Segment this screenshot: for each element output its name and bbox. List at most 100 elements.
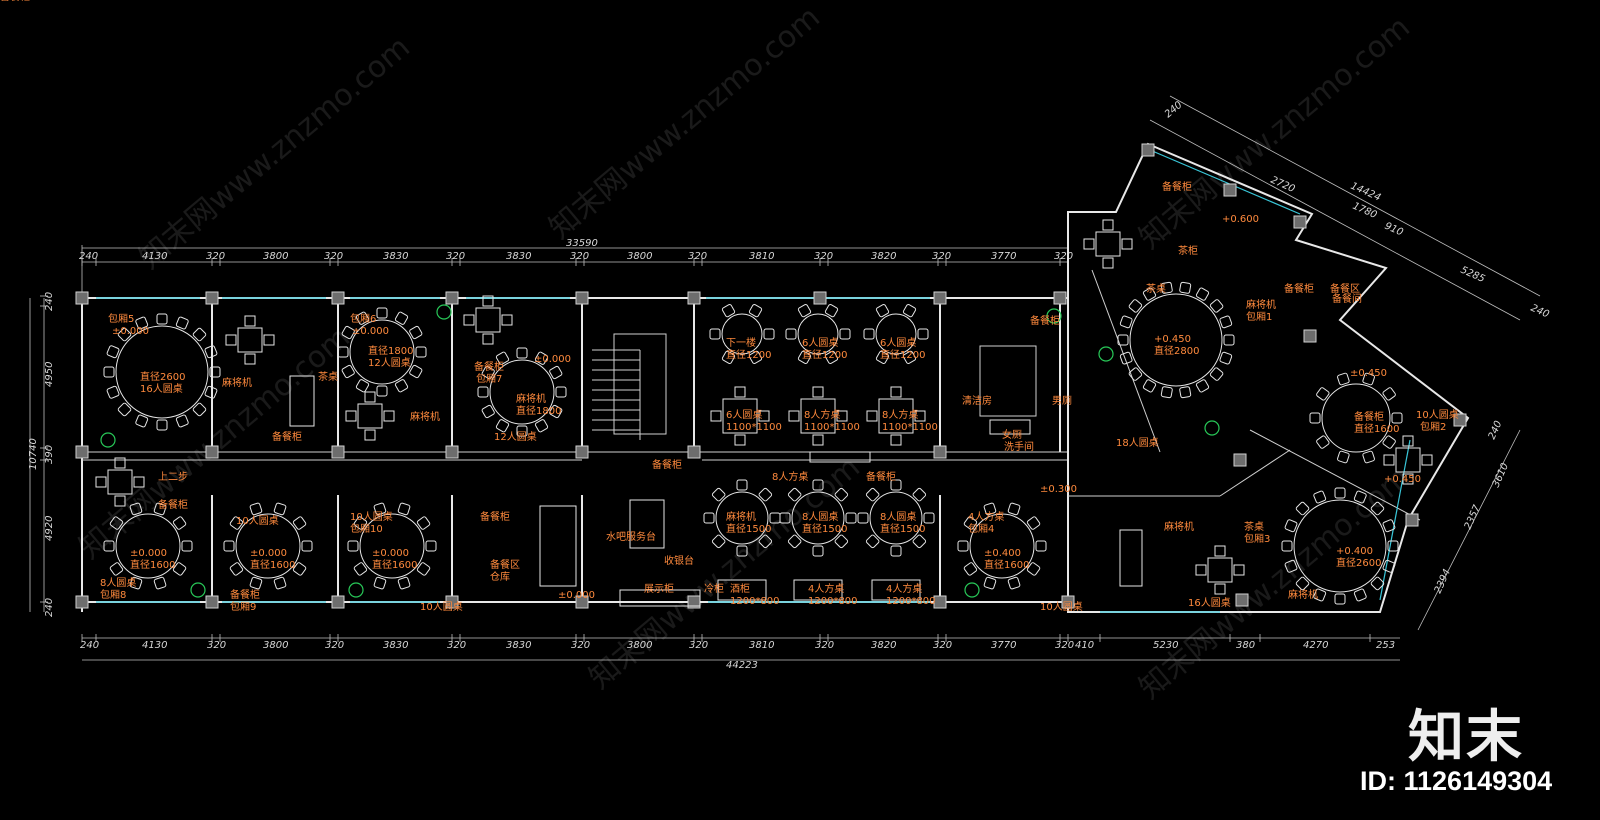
chair (1214, 583, 1226, 595)
column (933, 291, 947, 305)
chair (495, 351, 510, 365)
dim-value: 3800 (627, 251, 652, 262)
room-label: 包厢4 (968, 522, 994, 535)
dim-value: 3810 (749, 640, 774, 651)
dim-value: 380 (1236, 640, 1255, 651)
dim-value: 320 (324, 251, 343, 262)
chair (1007, 502, 1021, 516)
chair (1316, 387, 1330, 401)
column (75, 445, 89, 459)
chair (758, 534, 773, 549)
chair (394, 379, 409, 393)
chair (748, 350, 763, 364)
dim-line-angled (1149, 119, 1521, 321)
room-label: 8人圆桌 (100, 576, 136, 589)
room-label: ±0.000 (112, 326, 149, 337)
room-label: 4人方桌 (886, 582, 922, 595)
chair (397, 502, 411, 516)
chair (1195, 564, 1207, 576)
brand-logo: 知末 (1408, 705, 1524, 770)
chair (1179, 281, 1192, 294)
chair (812, 479, 824, 491)
room-label: 包厢5 (108, 312, 134, 325)
chair (1142, 379, 1157, 393)
chair (477, 386, 489, 398)
sideboard (809, 451, 871, 463)
chair (117, 327, 132, 342)
chair (244, 353, 256, 365)
room-label: 直径1800 (368, 344, 413, 357)
chair (1313, 588, 1327, 602)
round-table (489, 359, 555, 425)
chair (710, 410, 722, 422)
room-label: 麻将机 (1164, 520, 1194, 533)
dim-value: 320 (571, 640, 590, 651)
image-id: ID: 1126149304 (1360, 766, 1553, 796)
room-label: 麻将机 (410, 410, 440, 423)
plant (348, 582, 364, 598)
chair (890, 434, 902, 446)
column (813, 291, 827, 305)
chair (172, 562, 187, 576)
chair (175, 414, 189, 428)
chair (711, 534, 726, 549)
dim-total-bottom: 44223 (726, 660, 758, 671)
chair (103, 540, 115, 552)
plant (436, 304, 452, 320)
column (1223, 183, 1237, 197)
room-label: 10人圆桌 (236, 514, 279, 527)
chair (373, 502, 387, 516)
furniture (95, 219, 1433, 607)
rect-table (871, 579, 921, 601)
chair (914, 410, 926, 422)
dim-value: 4130 (142, 251, 167, 262)
room-label: 直径1200 (726, 348, 771, 361)
chair (175, 316, 189, 330)
chair (1219, 351, 1233, 365)
chair (1007, 576, 1021, 590)
chair (1313, 490, 1327, 504)
rect-table (793, 579, 843, 601)
chair (373, 576, 387, 590)
dim-value: 5285 (1459, 265, 1487, 285)
chair (1128, 299, 1143, 313)
chair (292, 562, 307, 576)
chair (983, 502, 997, 516)
room-label: 包厢8 (100, 588, 126, 601)
dim-value: 320 (932, 251, 951, 262)
chair (1102, 257, 1114, 269)
chair (890, 479, 902, 491)
column (687, 445, 701, 459)
chair (95, 476, 107, 488)
chair (244, 315, 256, 327)
chair (135, 414, 149, 428)
chair (734, 434, 746, 446)
room-label: 12人圆桌 (494, 430, 537, 443)
room-label: 16人圆桌 (140, 382, 183, 395)
chair (1402, 435, 1414, 447)
room-label: 备餐柜 (480, 510, 510, 523)
watermark-text: 知末网www.znzmo.com (133, 30, 417, 276)
chair (114, 457, 126, 469)
chair (866, 410, 878, 422)
room-label: 上二步 (158, 471, 188, 483)
room-label: ±0.000 (372, 548, 409, 559)
chair (1362, 450, 1375, 464)
column (575, 595, 589, 609)
dim-value: 3820 (871, 251, 896, 262)
dim-line-angled-side (1417, 429, 1521, 631)
chair (721, 350, 736, 364)
chair (785, 328, 797, 340)
room-label: 备餐柜 (1162, 180, 1192, 193)
room-label: 麻将机 (516, 392, 546, 405)
chair (383, 410, 395, 422)
room-label: 6人圆桌 (880, 336, 916, 349)
room-label: 洗手间 (1004, 440, 1034, 453)
room-label: 仓库 (490, 570, 510, 583)
chair (902, 304, 917, 318)
column (1293, 215, 1307, 229)
room-label: 包厢7 (476, 372, 502, 385)
chair (1026, 562, 1041, 576)
chair (1119, 351, 1133, 365)
chair (397, 576, 411, 590)
